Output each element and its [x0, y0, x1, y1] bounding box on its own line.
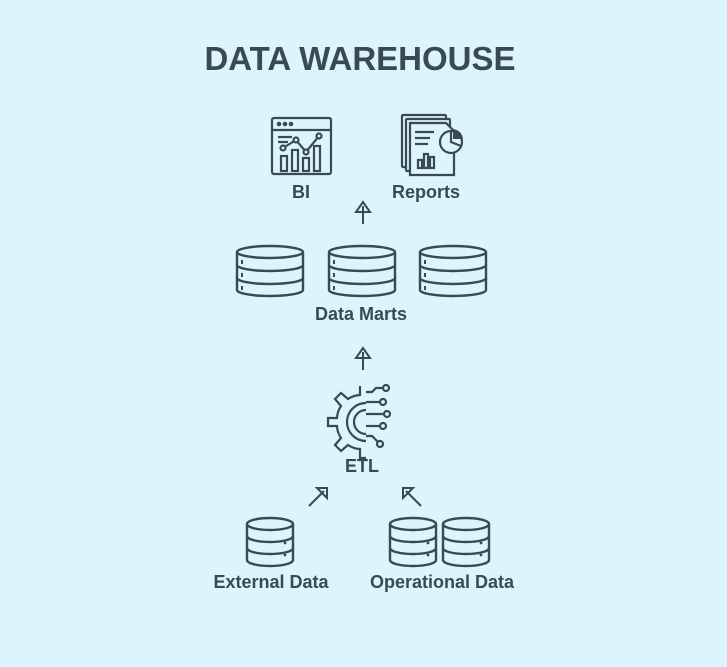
data-marts-label: Data Marts	[315, 304, 407, 324]
bi-label: BI	[292, 182, 310, 202]
dashboard-chart-icon	[270, 116, 333, 176]
reports-label: Reports	[392, 182, 460, 202]
database-stack-icon	[235, 244, 488, 298]
page-title: DATA WAREHOUSE	[204, 40, 515, 77]
arrow-operational-to-etl	[402, 487, 422, 507]
database-pair-icon	[388, 516, 491, 568]
report-documents-icon	[400, 113, 464, 177]
operational-data-label: Operational Data	[370, 572, 515, 592]
gear-circuit-icon	[326, 383, 392, 460]
etl-label: ETL	[345, 456, 379, 476]
arrow-up-to-outputs	[354, 200, 372, 224]
arrow-external-to-etl	[308, 487, 328, 507]
arrow-up-to-data-marts	[354, 346, 372, 370]
external-data-label: External Data	[213, 572, 329, 592]
database-icon	[245, 516, 295, 568]
